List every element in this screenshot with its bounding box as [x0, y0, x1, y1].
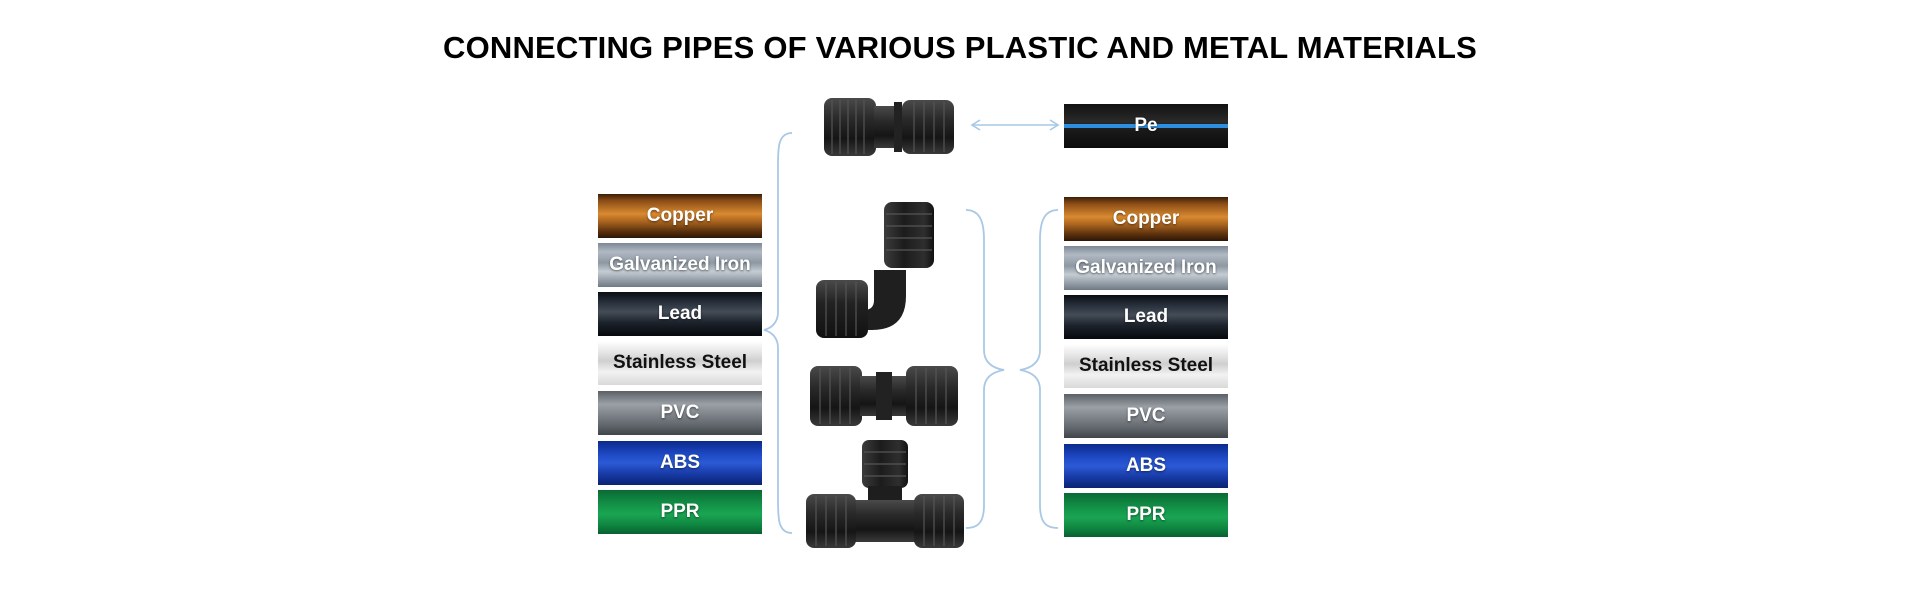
pipe-label: ABS	[1125, 455, 1167, 476]
right-pipe-copper: Copper	[1064, 197, 1228, 241]
right-pipe-ppr: PPR	[1064, 493, 1228, 537]
left-brace	[763, 132, 793, 534]
left-pipe-pvc: PVC	[598, 391, 762, 435]
pipe-label: PVC	[660, 402, 700, 423]
coupler-fitting-icon	[824, 98, 954, 156]
pipe-label: Copper	[1112, 208, 1180, 229]
straight-coupling-fitting-icon	[810, 366, 958, 426]
elbow-fitting-icon	[816, 202, 934, 338]
pipe-label: Galvanized Iron	[1075, 257, 1217, 278]
right-pipe-lead: Lead	[1064, 295, 1228, 339]
pipe-label: Copper	[646, 205, 714, 226]
pipe-label: Lead	[1123, 306, 1169, 327]
pipe-label: ABS	[659, 452, 701, 473]
pipe-label: PPR	[660, 501, 700, 522]
pipe-label: PVC	[1126, 405, 1166, 426]
left-pipe-lead: Lead	[598, 292, 762, 336]
pipe-label: Lead	[657, 303, 703, 324]
pipe-label: Stainless Steel	[1078, 355, 1214, 376]
right-pipe-abs: ABS	[1064, 444, 1228, 488]
right-pipe-stainless-steel: Stainless Steel	[1064, 344, 1228, 388]
page-title: CONNECTING PIPES OF VARIOUS PLASTIC AND …	[442, 30, 1478, 65]
left-pipe-ppr: PPR	[598, 490, 762, 534]
pe-pipe-label: Pe	[1134, 115, 1158, 136]
right-pipe-pvc: PVC	[1064, 394, 1228, 438]
double-arrow	[970, 119, 1060, 131]
pe-blue-stripe	[1064, 124, 1228, 128]
middle-brace	[965, 209, 1005, 529]
pe-pipe: Pe	[1064, 104, 1228, 148]
left-pipe-abs: ABS	[598, 441, 762, 485]
tee-fitting-icon	[806, 440, 964, 548]
left-pipe-galvanized-iron: Galvanized Iron	[598, 243, 762, 287]
left-pipe-stainless-steel: Stainless Steel	[598, 341, 762, 385]
pipe-label: Stainless Steel	[612, 352, 748, 373]
left-pipe-copper: Copper	[598, 194, 762, 238]
right-pipe-galvanized-iron: Galvanized Iron	[1064, 246, 1228, 290]
pipe-label: Galvanized Iron	[609, 254, 751, 275]
pipe-label: PPR	[1126, 504, 1166, 525]
right-brace	[1019, 209, 1059, 529]
